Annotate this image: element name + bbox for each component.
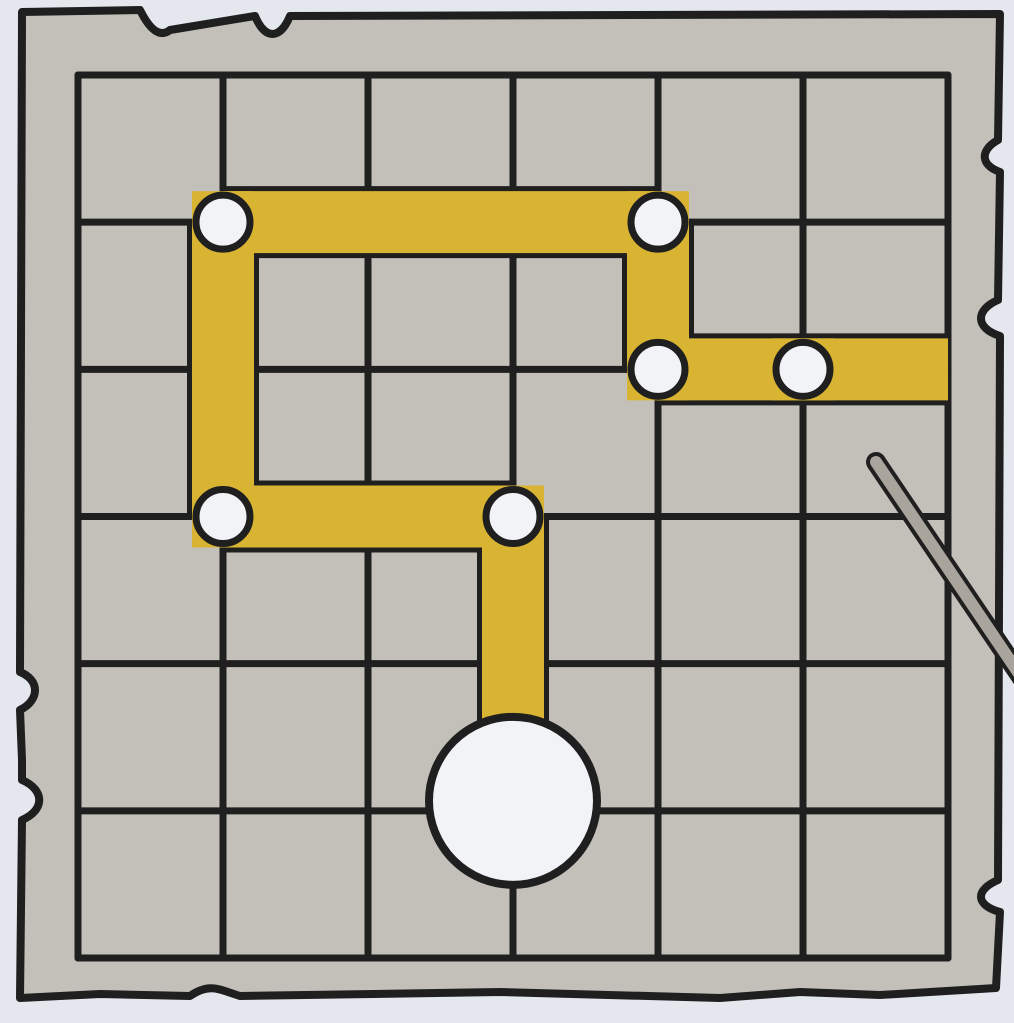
start-marker [429,717,597,885]
route-node [776,342,830,396]
route-node [196,195,250,249]
start-circle [429,717,597,885]
route-node [631,195,685,249]
route-node [631,342,685,396]
route-node [486,490,540,544]
route-node [196,490,250,544]
